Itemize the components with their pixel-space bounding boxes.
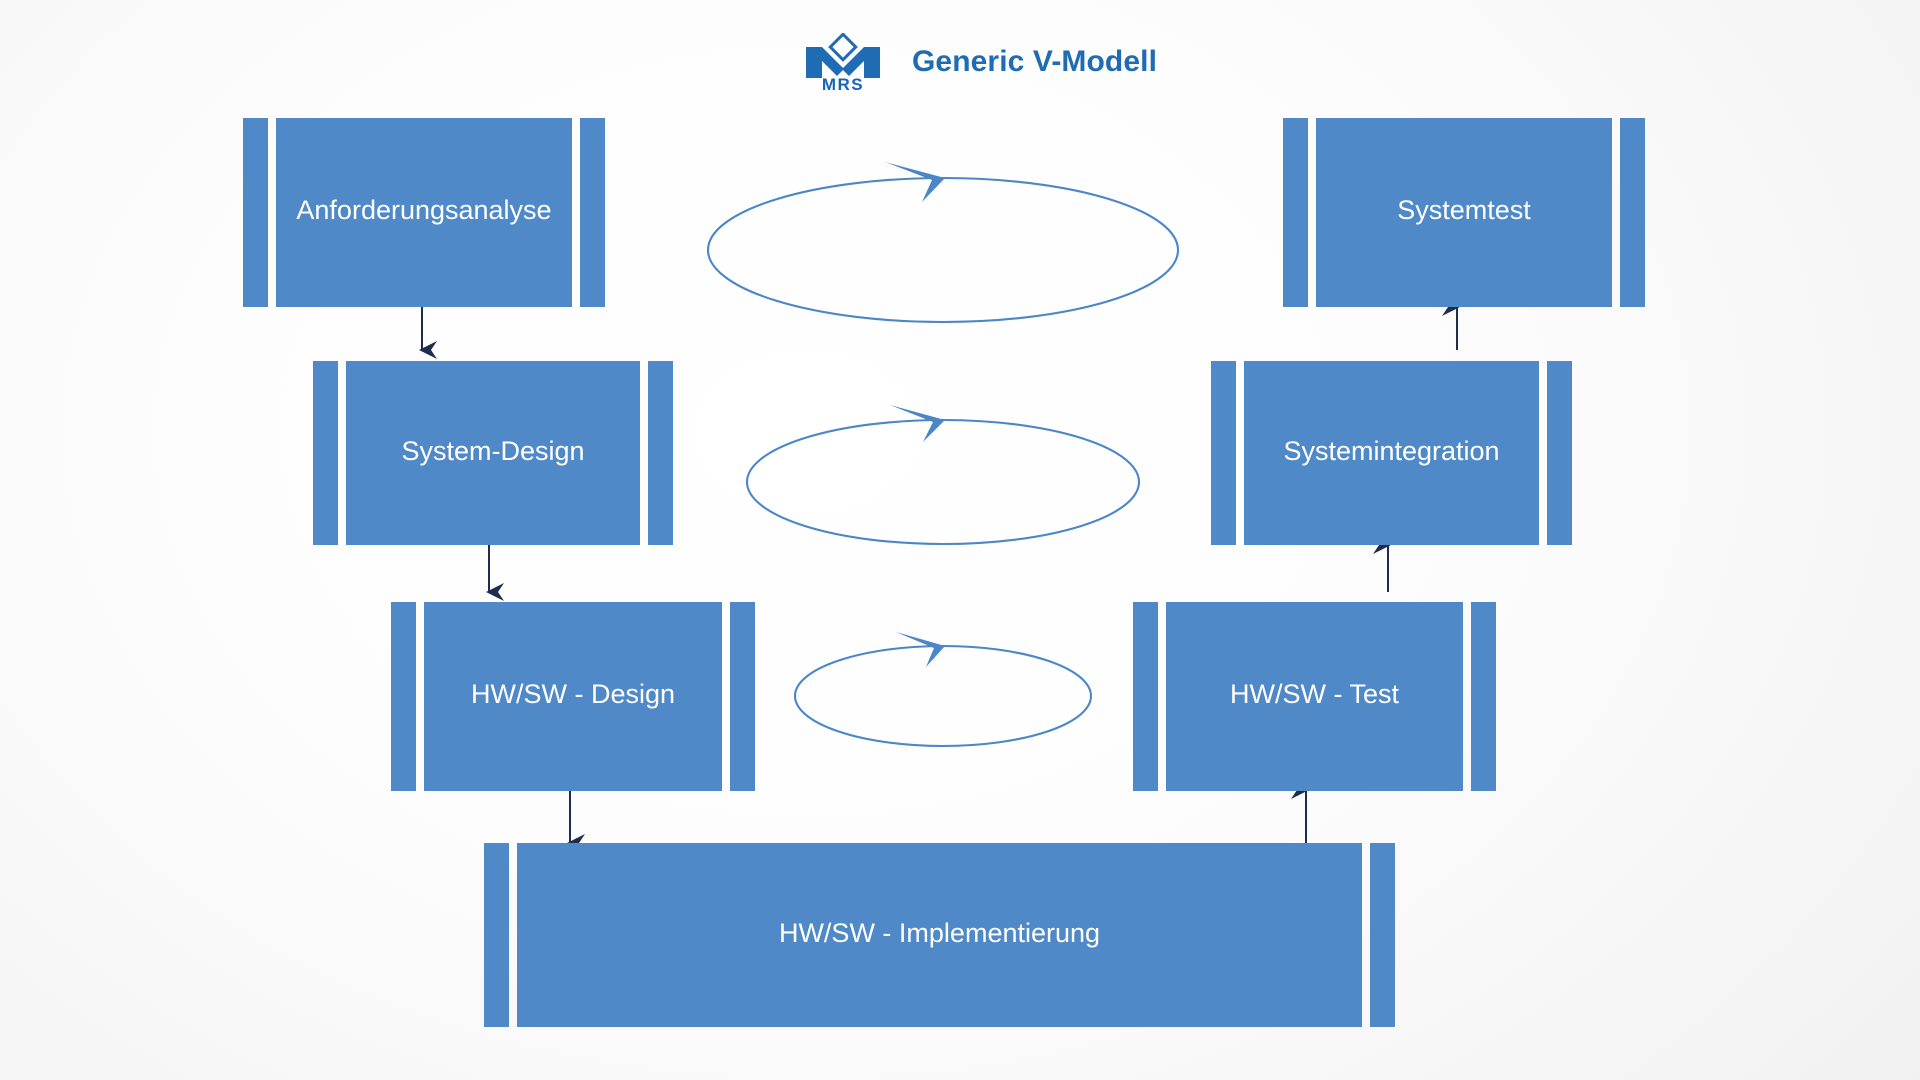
box-hw-sw-implementierung[interactable]: HW/SW - Implementierung bbox=[484, 843, 1395, 1027]
box-accent-strip-left bbox=[1133, 602, 1158, 791]
box-label: Systemintegration bbox=[1283, 435, 1500, 466]
box-systemintegration[interactable]: Systemintegration bbox=[1211, 361, 1572, 545]
box-accent-strip-right bbox=[1547, 361, 1572, 545]
box-accent-strip-right bbox=[1471, 602, 1496, 791]
box-accent-strip-right bbox=[580, 118, 605, 307]
box-body: Systemintegration bbox=[1244, 361, 1539, 545]
loop-level-1 bbox=[706, 162, 1180, 324]
box-accent-strip-left bbox=[1211, 361, 1236, 545]
box-system-design[interactable]: System-Design bbox=[313, 361, 673, 545]
box-label: HW/SW - Implementierung bbox=[778, 917, 1101, 948]
box-accent-strip-right bbox=[1370, 843, 1395, 1027]
loop-level-2 bbox=[745, 405, 1141, 546]
box-accent-strip-left bbox=[243, 118, 268, 307]
box-body: HW/SW - Design bbox=[424, 602, 722, 791]
box-hw-sw-design[interactable]: HW/SW - Design bbox=[391, 602, 755, 791]
box-systemtest[interactable]: Systemtest bbox=[1283, 118, 1645, 307]
box-accent-strip-left bbox=[391, 602, 416, 791]
box-label: Anforderungsanalyse bbox=[296, 195, 552, 226]
box-body: System-Design bbox=[346, 361, 640, 545]
mrs-m-diamond-logo-icon bbox=[806, 33, 880, 78]
box-body: Anforderungsanalyse bbox=[276, 118, 572, 307]
box-label: Systemtest bbox=[1397, 195, 1531, 226]
box-accent-strip-left bbox=[313, 361, 338, 545]
box-accent-strip-left bbox=[484, 843, 509, 1027]
mrs-logo: MRS bbox=[806, 33, 880, 95]
box-label: System-Design bbox=[401, 435, 585, 466]
mrs-logo-wordmark: MRS bbox=[821, 75, 865, 94]
diagram-header: MRS Generic V-Modell bbox=[806, 33, 1157, 95]
box-accent-strip-right bbox=[648, 361, 673, 545]
box-hw-sw-test[interactable]: HW/SW - Test bbox=[1133, 602, 1496, 791]
page-title: Generic V-Modell bbox=[912, 45, 1157, 78]
box-label: HW/SW - Design bbox=[470, 679, 676, 710]
box-body: HW/SW - Test bbox=[1166, 602, 1463, 791]
box-label: HW/SW - Test bbox=[1229, 679, 1399, 710]
box-accent-strip-right bbox=[730, 602, 755, 791]
box-anforderungsanalyse[interactable]: Anforderungsanalyse bbox=[243, 118, 605, 307]
box-accent-strip-right bbox=[1620, 118, 1645, 307]
box-body: HW/SW - Implementierung bbox=[517, 843, 1362, 1027]
box-accent-strip-left bbox=[1283, 118, 1308, 307]
box-body: Systemtest bbox=[1316, 118, 1612, 307]
loop-level-3 bbox=[793, 632, 1093, 748]
